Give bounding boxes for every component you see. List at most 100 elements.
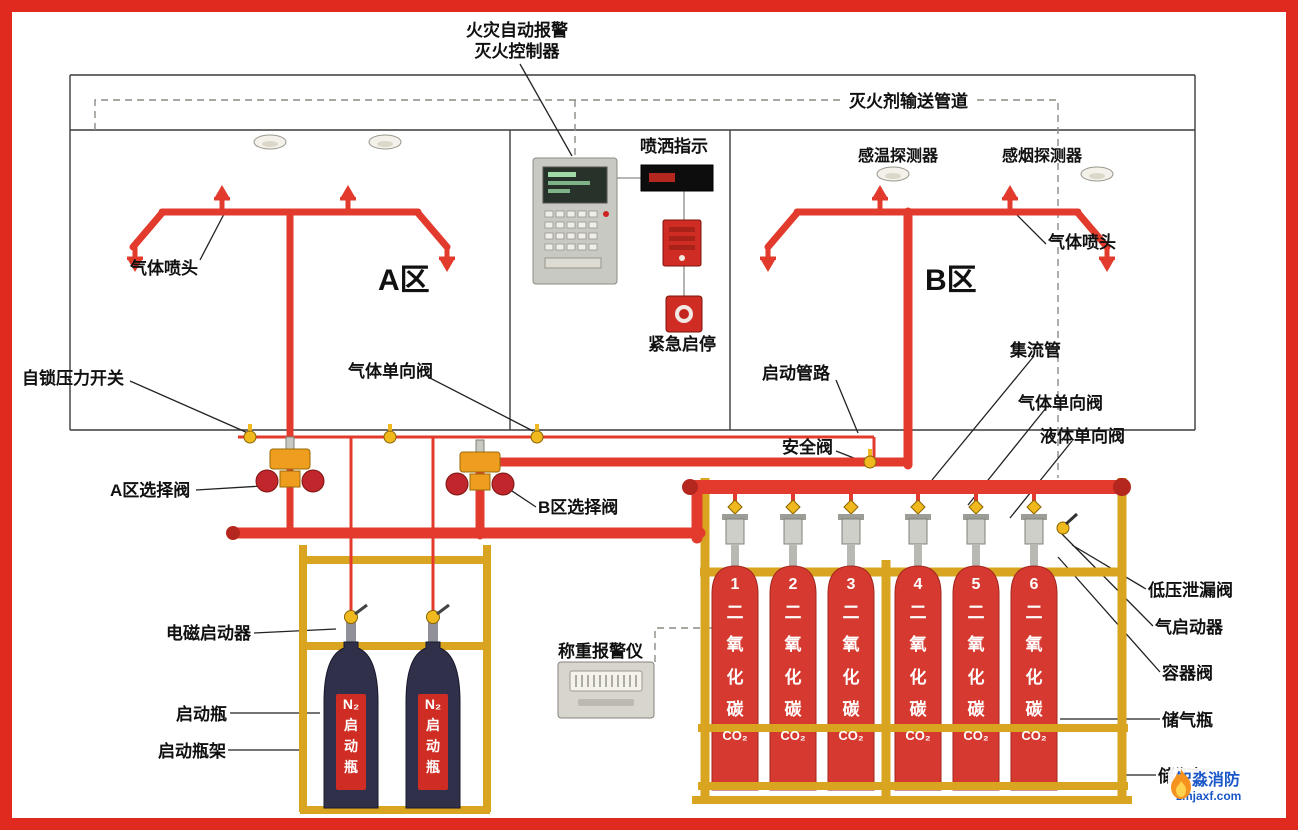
header-endcap: [226, 526, 240, 540]
fire-controller-panel: [532, 157, 618, 285]
room-outline: [69, 74, 1196, 431]
cylinder-formula: CO₂: [905, 728, 931, 744]
cylinder-number: 2: [788, 576, 798, 593]
label-gas-starter: 气启动器: [1155, 618, 1223, 637]
cylinder-number: 3: [846, 576, 856, 593]
label-zone-a-selection-valve: A区选择阀: [110, 481, 191, 500]
label-emergency-stop: 紧急启停: [648, 335, 716, 354]
temp-detector-icon: [876, 166, 910, 182]
cylinder-name: 二氧化碳: [726, 603, 744, 719]
co2-cylinder-label: 4 二氧化碳 CO₂: [895, 576, 941, 743]
agent-pipeline-dashed: [94, 99, 1059, 662]
cylinder-name: 二氧化碳: [784, 603, 802, 719]
manifold-endcap: [682, 479, 698, 495]
co2-cylinder-bodies: [711, 565, 1058, 791]
label-gas-check-valve-left: 气体单向阀: [348, 362, 433, 381]
cylinder-formula: CO₂: [722, 728, 748, 744]
label-start-bottle: 启动瓶: [176, 705, 227, 724]
container-valve-icon: [780, 487, 806, 566]
label-electromagnetic-starter: 电磁启动器: [166, 624, 251, 643]
label-collecting-pipe: 集流管: [1010, 341, 1061, 360]
safety-valve-icon: [863, 449, 877, 469]
n2-bottle-plate: N₂ 启 动 瓶: [336, 694, 366, 790]
rack-front-rails: [692, 724, 1132, 804]
label-gas-storage-bottle: 储气瓶: [1162, 711, 1213, 730]
co2-cylinder-label: 6 二氧化碳 CO₂: [1011, 576, 1057, 743]
cylinder-number: 5: [971, 576, 981, 593]
label-gas-nozzle-right: 气体喷头: [1048, 233, 1116, 252]
co2-cylinder-label: 2 二氧化碳 CO₂: [770, 576, 816, 743]
spray-indicator-display: [640, 164, 714, 192]
label-weighing-alarm: 称重报警仪: [558, 642, 643, 661]
start-pipeline: [238, 435, 876, 620]
manifold-endcap: [1113, 478, 1131, 496]
cylinder-formula: CO₂: [1021, 728, 1047, 744]
alarm-bell-box: [662, 219, 702, 267]
smoke-detector-icon: [368, 134, 402, 150]
watermark-brand: 智淼消防: [1176, 772, 1241, 789]
gas-nozzle-icon: [760, 245, 776, 272]
check-valve-icon: [530, 424, 544, 444]
gas-nozzle-icon: [214, 185, 230, 212]
panel-connectors: [617, 177, 685, 296]
weighing-alarm-device: [557, 661, 655, 719]
cylinder-name: 二氧化碳: [1025, 603, 1043, 719]
label-fire-controller: 火灾自动报警 灭火控制器: [466, 21, 568, 62]
zone-a-selection-valve: [255, 436, 325, 493]
cylinder-formula: CO₂: [780, 728, 806, 744]
cylinder-number: 4: [913, 576, 923, 593]
n2-bottle-plate: N₂ 启 动 瓶: [418, 694, 448, 790]
watermark: 智淼消防 zmjaxf.com: [1168, 768, 1250, 808]
label-self-locking-pressure-switch: 自锁压力开关: [22, 369, 124, 388]
label-low-pressure-leak-valve: 低压泄漏阀: [1148, 581, 1233, 600]
gas-starter-icon: [1056, 512, 1079, 535]
gas-nozzles: [127, 185, 1115, 272]
co2-cylinder-label: 3 二氧化碳 CO₂: [828, 576, 874, 743]
storage-bottle-rack: [700, 478, 1127, 800]
label-zone-b: B区: [925, 264, 977, 297]
pressure-switch-icon: [243, 424, 257, 444]
label-spray-indicator: 喷洒指示: [640, 137, 708, 156]
container-valve-icon: [963, 487, 989, 566]
start-bottle-rack: [299, 545, 491, 814]
label-container-valve: 容器阀: [1162, 664, 1213, 683]
flame-icon: [1171, 769, 1191, 799]
container-valve-icon: [905, 487, 931, 566]
electromagnetic-starter-icon: [344, 603, 368, 624]
electromagnetic-starter-icons: [344, 603, 450, 624]
emergency-stop-box: [665, 295, 703, 333]
leader-lines: [129, 63, 1161, 776]
cylinder-number: 1: [730, 576, 740, 593]
cylinder-name: 二氧化碳: [967, 603, 985, 719]
cylinder-number: 6: [1029, 576, 1039, 593]
gas-nozzle-icon: [439, 245, 455, 272]
gas-nozzle-icon: [1002, 185, 1018, 212]
container-valve-icon: [1021, 487, 1047, 566]
cylinder-name: 二氧化碳: [909, 603, 927, 719]
label-zone-b-selection-valve: B区选择阀: [538, 498, 619, 517]
co2-cylinder-label: 1 二氧化碳 CO₂: [712, 576, 758, 743]
label-gas-check-valve-right: 气体单向阀: [1018, 394, 1103, 413]
label-smoke-detector: 感烟探测器: [1002, 148, 1083, 165]
container-valves: [722, 487, 1047, 566]
watermark-site: zmjaxf.com: [1176, 789, 1242, 804]
cylinder-formula: CO₂: [963, 728, 989, 744]
cylinder-name: 二氧化碳: [842, 603, 860, 719]
label-gas-nozzle-left: 气体喷头: [130, 259, 198, 278]
cylinder-formula: CO₂: [838, 728, 864, 744]
smoke-detector-icon: [253, 134, 287, 150]
gas-nozzle-icon: [872, 185, 888, 212]
label-liquid-check-valve: 液体单向阀: [1040, 427, 1125, 446]
electromagnetic-starter-icon: [426, 603, 450, 624]
label-start-bottle-rack: 启动瓶架: [158, 742, 226, 761]
label-agent-pipeline: 灭火剂输送管道: [845, 91, 972, 113]
smoke-detector-icon: [1080, 166, 1114, 182]
container-valve-icon: [722, 487, 748, 566]
zone-b-selection-valve: [445, 439, 515, 496]
check-valve-icon: [383, 424, 397, 444]
label-start-pipeline: 启动管路: [762, 364, 830, 383]
label-temp-detector: 感温探测器: [858, 148, 939, 165]
label-zone-a: A区: [378, 264, 430, 297]
pilot-line-valves: [243, 424, 877, 469]
